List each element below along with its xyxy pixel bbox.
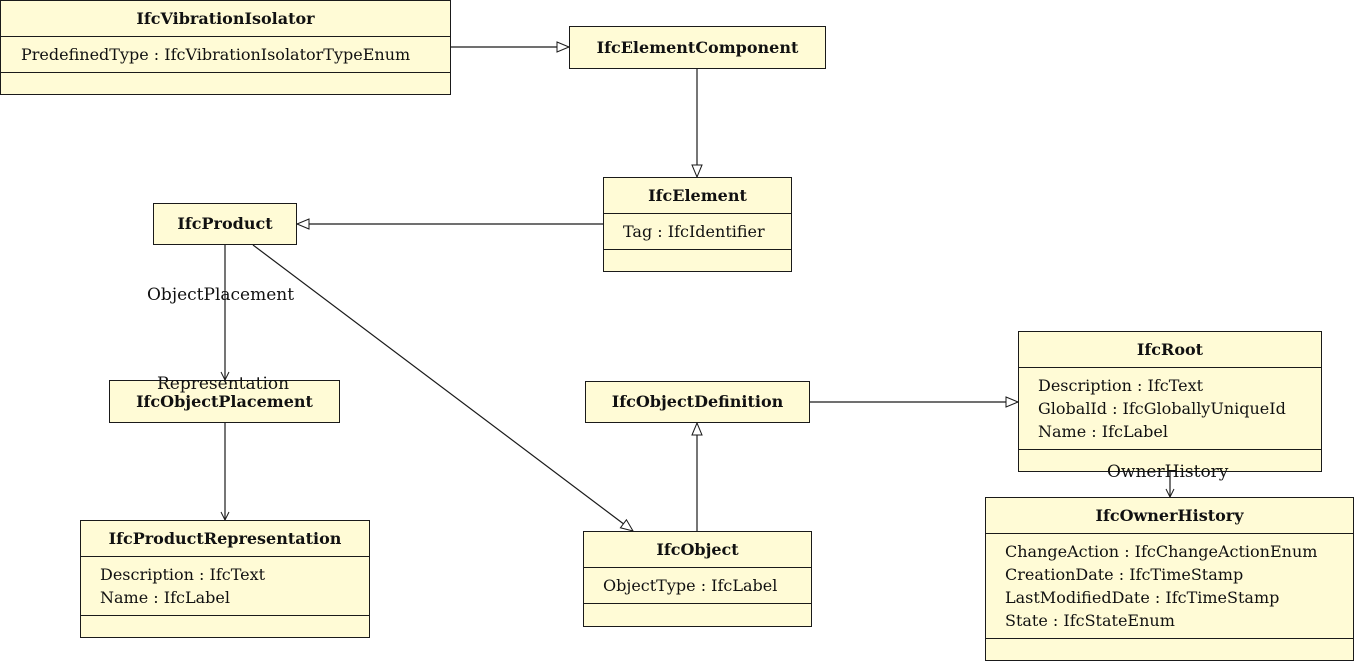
class-ifc-object-placement: IfcObjectPlacement xyxy=(109,380,340,423)
class-name: IfcProductRepresentation xyxy=(81,521,369,557)
class-operations xyxy=(604,250,791,267)
class-name: IfcObjectPlacement xyxy=(136,392,313,411)
class-attribute: Description : IfcText xyxy=(1038,376,1204,395)
class-name: IfcObjectDefinition xyxy=(611,392,784,411)
class-attribute: GlobalId : IfcGloballyUniqueId xyxy=(1038,399,1286,418)
class-attribute: ObjectType : IfcLabel xyxy=(603,576,778,595)
class-operations xyxy=(81,616,369,633)
class-attributes: Description : IfcText Name : IfcLabel xyxy=(81,557,369,616)
class-attributes: ChangeAction : IfcChangeActionEnum Creat… xyxy=(986,534,1353,639)
class-attributes: PredefinedType : IfcVibrationIsolatorTyp… xyxy=(1,37,450,73)
class-attribute: LastModifiedDate : IfcTimeStamp xyxy=(1005,588,1280,607)
class-name: IfcElement xyxy=(604,178,791,214)
owner-history-edge-label: OwnerHistory xyxy=(1107,462,1229,482)
class-attributes: ObjectType : IfcLabel xyxy=(584,568,811,604)
object-placement-edge-label: ObjectPlacement xyxy=(147,285,295,305)
class-attribute: Name : IfcLabel xyxy=(100,588,230,607)
product-to-object-edge xyxy=(252,244,633,531)
class-attribute: Name : IfcLabel xyxy=(1038,422,1168,441)
class-operations xyxy=(986,639,1353,656)
representation-edge-label: Representation xyxy=(157,374,290,394)
class-ifc-element-component: IfcElementComponent xyxy=(569,26,826,69)
class-attribute: State : IfcStateEnum xyxy=(1005,611,1175,630)
class-ifc-owner-history: IfcOwnerHistory ChangeAction : IfcChange… xyxy=(985,497,1354,661)
class-ifc-element: IfcElement Tag : IfcIdentifier xyxy=(603,177,792,272)
class-attributes: Tag : IfcIdentifier xyxy=(604,214,791,250)
class-attribute: CreationDate : IfcTimeStamp xyxy=(1005,565,1244,584)
class-attribute: PredefinedType : IfcVibrationIsolatorTyp… xyxy=(21,45,411,64)
class-name: IfcProduct xyxy=(177,214,273,233)
class-attributes: Description : IfcText GlobalId : IfcGlob… xyxy=(1019,368,1321,450)
class-name: IfcRoot xyxy=(1019,332,1321,368)
class-operations xyxy=(1,73,450,90)
class-name: IfcOwnerHistory xyxy=(986,498,1353,534)
class-name: IfcObject xyxy=(584,532,811,568)
class-attribute: Tag : IfcIdentifier xyxy=(623,222,765,241)
class-operations xyxy=(584,604,811,621)
class-name: IfcElementComponent xyxy=(596,38,799,57)
class-ifc-vibration-isolator: IfcVibrationIsolator PredefinedType : If… xyxy=(0,0,451,95)
class-ifc-object: IfcObject ObjectType : IfcLabel xyxy=(583,531,812,627)
class-ifc-product-representation: IfcProductRepresentation Description : I… xyxy=(80,520,370,638)
class-ifc-product: IfcProduct xyxy=(153,203,297,245)
class-ifc-object-definition: IfcObjectDefinition xyxy=(585,381,810,423)
class-ifc-root: IfcRoot Description : IfcText GlobalId :… xyxy=(1018,331,1322,472)
class-attribute: Description : IfcText xyxy=(100,565,266,584)
class-attribute: ChangeAction : IfcChangeActionEnum xyxy=(1005,542,1318,561)
class-name: IfcVibrationIsolator xyxy=(1,1,450,37)
